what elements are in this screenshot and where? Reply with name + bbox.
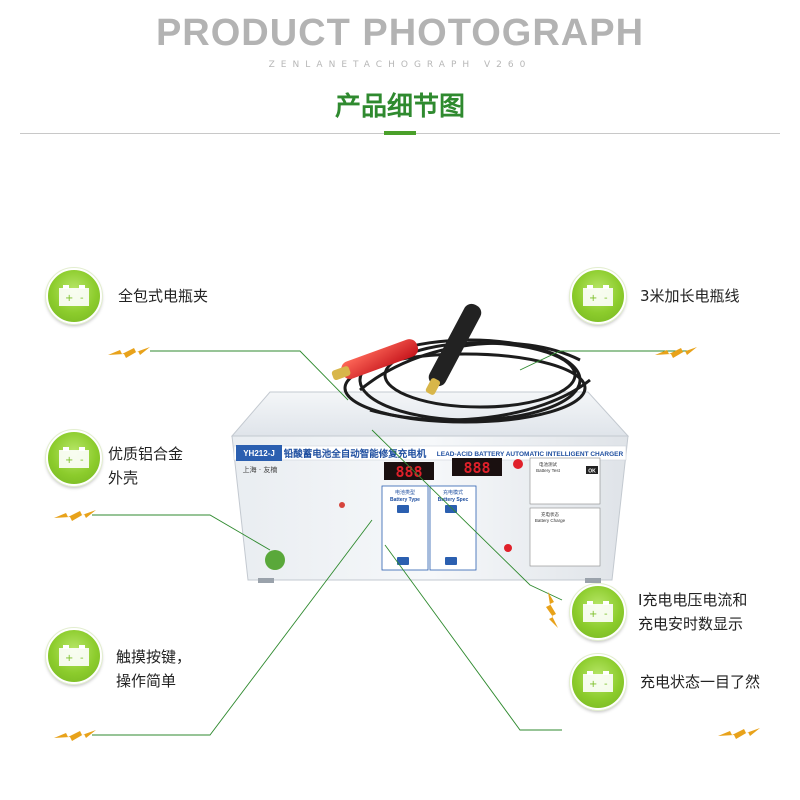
- callout-line-housing: [92, 514, 271, 551]
- model-badge: YH212-J: [243, 449, 275, 458]
- brand-logo: [265, 550, 285, 570]
- feature-label-touch: 触摸按键， 操作简单: [116, 648, 192, 690]
- callout-line-touch: [92, 519, 373, 736]
- display-left-bg: [384, 462, 434, 480]
- battery-charge-cn: 充电状态: [541, 511, 559, 518]
- section-title: 产品细节图: [334, 92, 465, 122]
- spark-icon: [108, 347, 150, 358]
- display-right: 888: [463, 459, 490, 477]
- charger-foot-right: [585, 578, 601, 583]
- spark-icon: [718, 728, 760, 739]
- battery-type-en: Battery Type: [390, 497, 420, 503]
- header-divider-accent: [384, 131, 416, 135]
- battery-spec-button-2: [445, 557, 457, 565]
- svg-text:+: +: [589, 609, 597, 620]
- black-clamp: [425, 303, 482, 395]
- callout-line-status: [384, 544, 562, 731]
- charge-led: [504, 544, 512, 552]
- header-subtitle: ZENLANETACHOGRAPH V260: [268, 60, 532, 70]
- battery-icon: +-: [569, 583, 627, 641]
- battery-charge-en: Battery Charge: [535, 518, 566, 523]
- svg-text:+: +: [65, 293, 73, 304]
- svg-text:+: +: [589, 293, 597, 304]
- battery-type-panel: [381, 485, 429, 571]
- display-right-bg: [452, 458, 502, 476]
- battery-test-cn: 电池测试: [539, 461, 557, 468]
- svg-text:-: -: [604, 609, 608, 620]
- battery-spec-en: Battery Spec: [438, 497, 469, 503]
- header-title: PRODUCT PHOTOGRAPH: [155, 12, 645, 54]
- power-led: [513, 459, 523, 469]
- callout-line-display: [371, 429, 563, 601]
- svg-text:-: -: [604, 293, 608, 304]
- ok-button: OK: [588, 469, 596, 475]
- charger-top-face: [230, 391, 630, 437]
- battery-spec-panel: [429, 485, 477, 571]
- ok-button-bg: [586, 466, 598, 474]
- svg-text:+: +: [589, 679, 597, 690]
- svg-text:-: -: [80, 455, 84, 466]
- device-title-cn: 铅酸蓄电池全自动智能修复充电机: [284, 448, 427, 460]
- feature-label-cable: 3米加长电瓶线: [640, 287, 740, 305]
- front-header-strip: [233, 445, 627, 461]
- model-badge-bg: [236, 445, 282, 461]
- charger-front-face: [231, 435, 629, 581]
- battery-type-cn: 电池类型: [395, 489, 415, 496]
- spark-icon: [655, 347, 697, 358]
- charger-foot-left: [258, 578, 274, 583]
- feature-label-display: I充电电压电流和 充电安时数显示: [638, 591, 748, 633]
- spark-icon: [546, 592, 558, 628]
- battery-icon: +-: [569, 653, 627, 711]
- feature-label-clamp: 全包式电瓶夹: [118, 287, 209, 305]
- feature-label-status: 充电状态一目了然: [640, 673, 761, 691]
- red-clamp: [331, 339, 419, 381]
- battery-test-panel: [529, 457, 601, 505]
- battery-spec-cn: 充电模式: [443, 489, 463, 496]
- battery-icon: +-: [45, 627, 103, 685]
- battery-charge-panel: [529, 507, 601, 567]
- spark-icon: [54, 510, 96, 521]
- battery-type-button-2: [397, 557, 409, 565]
- device-maker: 上海 · 友楠: [243, 465, 278, 474]
- svg-text:-: -: [80, 293, 84, 304]
- svg-text:-: -: [604, 679, 608, 690]
- callout-line-clamp: [150, 350, 349, 401]
- display-left: 888: [395, 463, 422, 481]
- svg-text:+: +: [65, 653, 73, 664]
- cable-bundle: [343, 338, 591, 424]
- svg-text:+: +: [65, 455, 73, 466]
- battery-icon: +-: [45, 267, 103, 325]
- battery-spec-button: [445, 505, 457, 513]
- battery-type-button: [397, 505, 409, 513]
- device-title-en: LEAD-ACID BATTERY AUTOMATIC INTELLIGENT …: [437, 451, 624, 458]
- callout-line-cable: [519, 350, 690, 371]
- battery-test-en: Battery Test: [536, 468, 560, 473]
- status-led-left: [339, 502, 345, 508]
- feature-label-housing: 优质铝合金 外壳: [108, 445, 184, 487]
- battery-icon: +-: [45, 429, 103, 487]
- spark-icon: [54, 730, 96, 741]
- battery-icon: +-: [569, 267, 627, 325]
- svg-text:-: -: [80, 653, 84, 664]
